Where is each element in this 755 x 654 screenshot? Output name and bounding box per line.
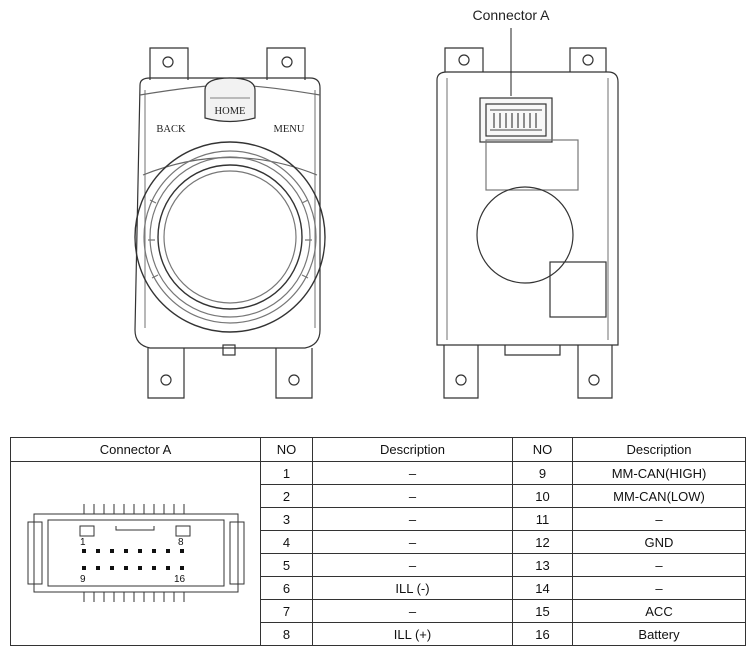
pin-no: 6	[260, 576, 313, 600]
pin-table: Connector A NO Description NO Descriptio…	[10, 437, 746, 646]
home-button-label: HOME	[215, 106, 246, 117]
pin-no: 5	[260, 553, 313, 577]
pin-no: 8	[260, 622, 313, 646]
pin-no: 2	[260, 484, 313, 508]
pin-label-1: 1	[80, 537, 86, 548]
pin-label-16: 16	[174, 574, 186, 585]
pin-description: ILL (-)	[312, 576, 513, 600]
pin-no: 9	[512, 461, 573, 485]
header-description-2: Description	[572, 437, 746, 462]
header-no-2: NO	[512, 437, 573, 462]
pin-description: –	[572, 553, 746, 577]
pin-no: 7	[260, 599, 313, 623]
pin-description: –	[312, 599, 513, 623]
pin-no: 14	[512, 576, 573, 600]
connector-a-callout: Connector A	[472, 7, 550, 23]
pin-no: 13	[512, 553, 573, 577]
menu-button-label: MENU	[274, 124, 305, 135]
pin-description: –	[312, 553, 513, 577]
table-row: 8 ILL (+) 16 Battery	[11, 622, 746, 646]
header-connector: Connector A	[10, 437, 261, 462]
controller-diagram: Connector A HOME BACK MENU	[134, 7, 619, 399]
table-row: 7 – 15 ACC	[11, 599, 746, 623]
header-no-1: NO	[260, 437, 313, 462]
rear-view	[436, 47, 619, 399]
pin-label-8: 8	[178, 537, 184, 548]
pin-description: –	[572, 507, 746, 531]
pin-no: 1	[260, 461, 313, 485]
table-row: 3 – 11 –	[11, 507, 746, 531]
table-row: 1 8 9 16 1 – 9 MM-CAN(HIGH)	[10, 461, 746, 646]
connector-drawing-cell: 1 8 9 16	[10, 461, 261, 646]
pin-description: GND	[572, 530, 746, 554]
table-row: 2 – 10 MM-CAN(LOW)	[11, 484, 746, 508]
pin-no: 11	[512, 507, 573, 531]
pin-label-9: 9	[80, 574, 86, 585]
header-description-1: Description	[312, 437, 513, 462]
pin-description: –	[312, 461, 513, 485]
pin-no: 4	[260, 530, 313, 554]
pin-description: MM-CAN(HIGH)	[572, 461, 746, 485]
connector-a-drawing: 1 8 9 16	[27, 504, 244, 602]
pin-description: ACC	[572, 599, 746, 623]
pin-description: –	[312, 507, 513, 531]
front-view	[134, 47, 326, 399]
table-header-row: Connector A NO Description NO Descriptio…	[10, 437, 746, 462]
pin-description: –	[312, 530, 513, 554]
pin-no: 12	[512, 530, 573, 554]
pin-no: 15	[512, 599, 573, 623]
pin-no: 3	[260, 507, 313, 531]
table-row: 6 ILL (-) 14 –	[11, 576, 746, 600]
pin-no: 16	[512, 622, 573, 646]
pin-table-container: Connector A NO Description NO Descriptio…	[10, 437, 746, 646]
pin-description: Battery	[572, 622, 746, 646]
pin-no: 10	[512, 484, 573, 508]
pin-description: –	[572, 576, 746, 600]
back-button-label: BACK	[156, 124, 186, 135]
pin-description: –	[312, 484, 513, 508]
pin-description: MM-CAN(LOW)	[572, 484, 746, 508]
pin-description: ILL (+)	[312, 622, 513, 646]
